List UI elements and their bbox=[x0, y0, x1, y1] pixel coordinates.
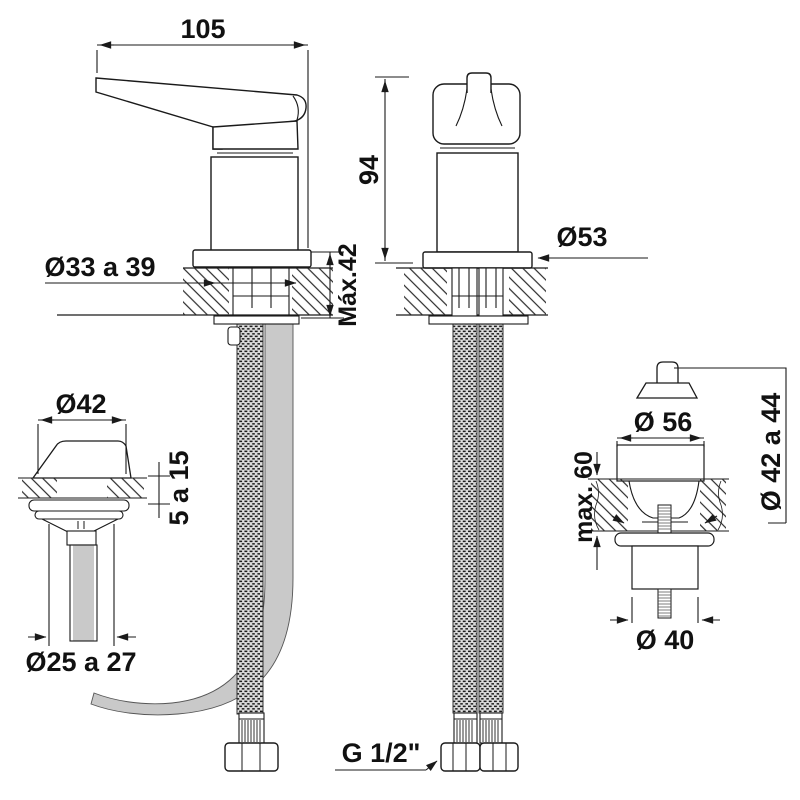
dimension-max-60: max. 60 bbox=[570, 451, 601, 570]
dim-40-label: Ø 40 bbox=[636, 625, 695, 655]
dim-105-label: 105 bbox=[180, 14, 225, 44]
braided-hose-left bbox=[452, 323, 478, 714]
dimension-53: Ø53 bbox=[537, 222, 648, 262]
drain-side-detail bbox=[18, 440, 147, 642]
drain-nut bbox=[66, 530, 97, 546]
counter-rough-edge-right bbox=[717, 480, 723, 531]
faucet-front-view bbox=[396, 72, 548, 772]
dimension-g12: G 1/2" bbox=[335, 738, 438, 771]
dim-max60-label: max. 60 bbox=[570, 451, 598, 543]
threaded-rod-lower bbox=[657, 588, 672, 619]
dimension-42: Ø42 bbox=[37, 389, 127, 474]
hose-fitting bbox=[224, 712, 279, 772]
counter-hatch-right bbox=[292, 268, 333, 315]
dimension-56: Ø 56 bbox=[616, 407, 705, 447]
drain-tailpipe-fill bbox=[73, 545, 94, 641]
base-flange bbox=[192, 249, 312, 268]
dimension-105: 105 bbox=[96, 14, 309, 248]
plug-knob-base bbox=[635, 382, 699, 399]
braided-hose bbox=[236, 323, 264, 715]
hose-clip bbox=[227, 326, 241, 346]
counter-hatch-left bbox=[183, 268, 229, 315]
plug-knob-stem bbox=[656, 361, 679, 383]
base-flange bbox=[422, 251, 533, 269]
dim-56-label: Ø 56 bbox=[634, 407, 693, 437]
dimension-5-15: 5 a 15 bbox=[148, 450, 194, 526]
faucet-body bbox=[436, 152, 519, 253]
dimensions: 105 Ø33 a 39 Máx.42 94 Ø53 bbox=[25, 14, 787, 771]
handle-flare-left bbox=[455, 88, 468, 127]
dim-25a27-label: Ø25 a 27 bbox=[25, 647, 136, 677]
dim-max42-label: Máx.42 bbox=[334, 243, 362, 326]
drain-washer-1 bbox=[28, 499, 130, 512]
drain-locknut-washer bbox=[614, 532, 715, 547]
dimension-25-27: Ø25 a 27 bbox=[25, 524, 137, 677]
dimension-42-44: Ø 42 a 44 bbox=[611, 367, 787, 524]
handle-flare-right bbox=[490, 88, 503, 127]
counter-hatch-right bbox=[700, 479, 726, 531]
faucet-side-view bbox=[57, 77, 333, 772]
faucet-body bbox=[210, 156, 299, 253]
gray-hose-curved bbox=[90, 323, 294, 716]
drain-rim bbox=[616, 444, 705, 482]
drain-front-detail bbox=[588, 361, 729, 619]
dim-94-label: 94 bbox=[354, 155, 384, 185]
threaded-rod-upper bbox=[657, 504, 672, 534]
mounting-washer bbox=[213, 315, 300, 325]
thread-label: G 1/2" bbox=[342, 738, 421, 768]
drain-washer-2 bbox=[34, 510, 124, 520]
dimension-hole-33-39: Ø33 a 39 bbox=[44, 252, 297, 287]
dimension-94: 94 bbox=[354, 76, 413, 264]
dim-hole-label: Ø33 a 39 bbox=[44, 252, 155, 282]
hose-fitting-right bbox=[479, 712, 519, 772]
counter-hatch-left bbox=[404, 268, 447, 315]
drain-cone-right bbox=[91, 518, 119, 533]
drain-tailpipe bbox=[69, 544, 98, 642]
counter-hatch-right bbox=[509, 268, 546, 315]
handle-contour-line bbox=[292, 95, 299, 121]
drain-lower-body bbox=[631, 545, 699, 590]
cartridge-cap bbox=[212, 120, 299, 150]
drain-cap-dome bbox=[31, 440, 132, 479]
mounting-washer bbox=[428, 315, 529, 325]
dimension-max-42: Máx.42 bbox=[301, 243, 362, 327]
mounting-shank bbox=[232, 268, 290, 316]
dim-42-label: Ø42 bbox=[55, 389, 106, 419]
drain-cone-left bbox=[41, 518, 69, 533]
counter-rough-edge-left bbox=[594, 480, 600, 531]
braided-hose-right bbox=[478, 323, 504, 714]
dim-53-label: Ø53 bbox=[556, 222, 607, 252]
mounting-shanks bbox=[451, 267, 504, 317]
dim-42a44-label: Ø 42 a 44 bbox=[756, 393, 786, 512]
counter-hatch-right bbox=[107, 478, 144, 498]
dimension-40: Ø 40 bbox=[610, 597, 720, 655]
handle-tab bbox=[466, 72, 492, 93]
counter-hatch-left bbox=[22, 478, 57, 498]
hose-fitting-left bbox=[440, 712, 481, 772]
dim-5a15-label: 5 a 15 bbox=[164, 450, 194, 525]
